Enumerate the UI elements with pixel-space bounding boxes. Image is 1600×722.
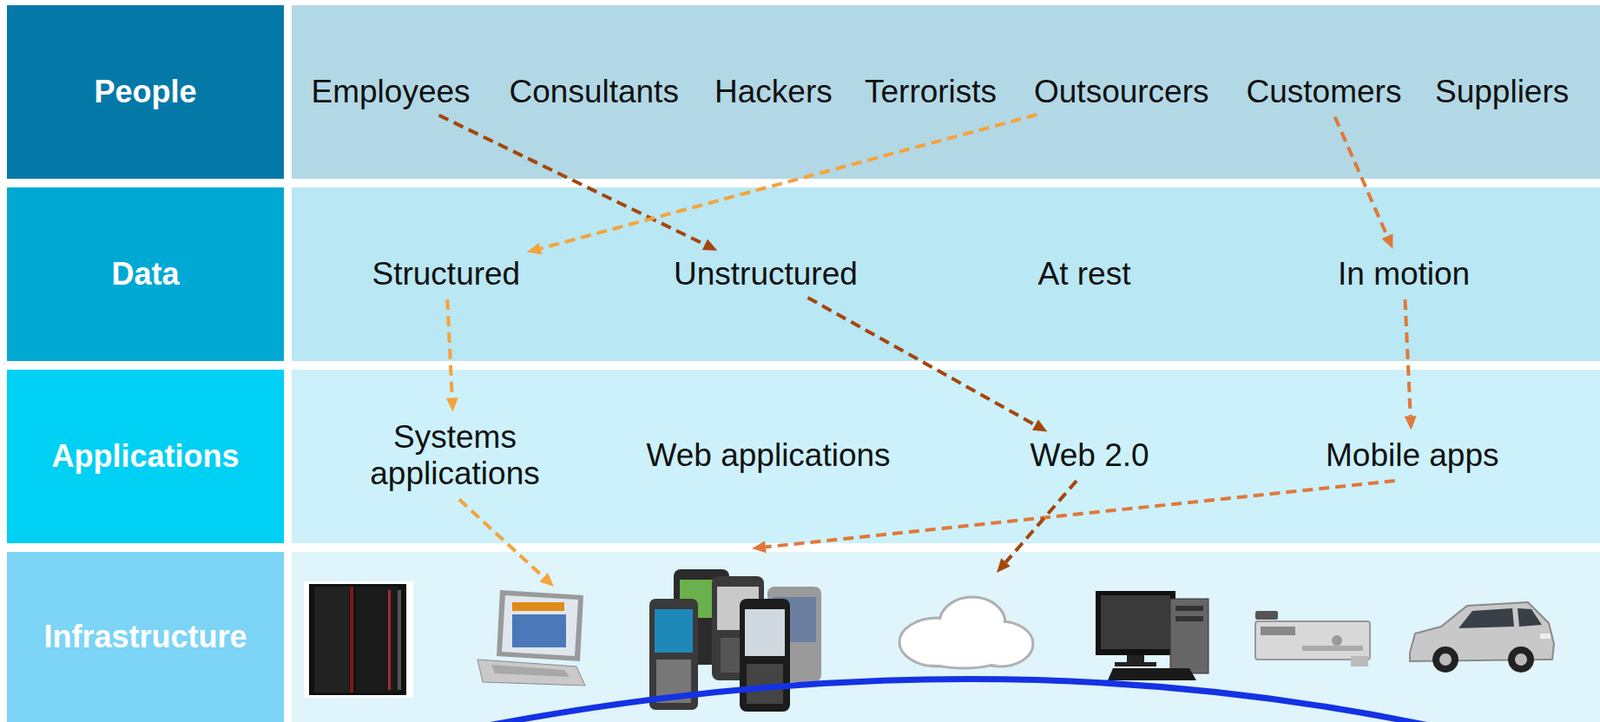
mobile-phones-icon-part [744,609,785,657]
layer-header-cell: People [6,5,284,179]
laptop-icon-part [496,590,584,662]
layer-item: Structured [368,252,525,297]
laptop-icon-part [512,602,565,612]
mainframe-icon-part [309,584,407,696]
layer-heading: Applications [51,438,239,475]
layer-band: People Employees Consultants Hackers Terrori… [6,5,1600,179]
layer-header-cell: Data [6,187,284,362]
car-icon-part [1458,608,1515,629]
set-top-box-icon-part [1350,656,1369,667]
set-top-box-icon-part [1255,621,1370,660]
layer-band: Data Structured Unstructured At rest In moti… [6,187,1600,362]
layer-item: Hackers [711,70,837,115]
desktop-computer-icon-part [1114,662,1157,667]
mainframe-icon-part [349,586,354,693]
laptop-icon-part [491,665,570,678]
layer-item: Suppliers [1431,70,1573,115]
mainframe-icon-part [314,586,349,693]
item-label: Outsourcers [1033,73,1210,112]
laptop-icon-part [501,595,579,657]
layer-header-cell: Infrastructure [6,552,284,722]
item-label: Systems applications [346,419,564,494]
item-label: Suppliers [1435,73,1569,112]
car-icon-part [1540,633,1551,639]
layer-item: Systems applications [342,415,567,497]
layer-header-cell: Applications [6,369,284,544]
laptop-icon-part [512,614,567,648]
mobile-phones-icon-part [654,609,693,653]
layer-item: Unstructured [670,252,862,297]
layer-heading: People [93,73,197,111]
desktop-computer-icon-part [1175,616,1204,622]
item-label: Terrorists [864,73,997,112]
layer-heading: Data [111,256,179,293]
layer-item: In motion [1334,252,1474,297]
car-icon-part [1514,653,1528,666]
set-top-box-icon-part [1302,645,1363,652]
set-top-box-icon-part [1331,635,1343,646]
car-icon-part [1432,646,1459,673]
mainframe-icon-part [388,590,391,691]
set-top-box-icon-part [1255,611,1278,620]
layer-item: Terrorists [861,70,1001,115]
item-label: Web applications [646,437,891,475]
item-label: Web 2.0 [1030,437,1150,475]
layer-item: Customers [1243,70,1406,115]
item-label: In motion [1337,256,1470,294]
mainframe-icon-part [355,586,400,693]
item-label: Consultants [509,73,679,112]
item-label: Structured [372,256,521,294]
desktop-computer-icon-part [1170,599,1209,674]
layer-item: Mobile apps [1322,434,1503,479]
item-label: Mobile apps [1325,437,1500,475]
layer-item: At rest [1034,252,1135,297]
car-icon-part [1439,653,1452,666]
item-label: Customers [1246,73,1403,112]
layer-band: Applications Systems applications Web appl… [6,369,1600,544]
mobile-phones-icon-part [739,599,791,712]
set-top-box-icon-part [1260,626,1296,636]
item-label: Hackers [714,73,833,112]
desktop-computer-icon-part [1095,591,1176,656]
desktop-computer-icon-part [1100,595,1171,650]
cloud-icon-part-part [921,642,1006,667]
mainframe-icon-part [397,590,402,691]
layer-heading: Infrastructure [43,618,247,656]
mainframe-icon-part [303,581,414,698]
layer-item: Consultants [506,70,683,115]
item-label: At rest [1038,256,1132,294]
desktop-computer-icon-part [1107,668,1197,681]
layer-item: Web 2.0 [1027,434,1153,479]
desktop-computer-icon-part [1175,605,1204,612]
layer-item: Web applications [643,434,895,479]
car-icon-part [1507,646,1535,673]
mainframe-icon [303,581,414,698]
layer-item: Employees [308,70,475,115]
item-label: Employees [311,73,471,112]
item-label: Unstructured [673,256,858,294]
layer-item: Outsourcers [1030,70,1213,115]
